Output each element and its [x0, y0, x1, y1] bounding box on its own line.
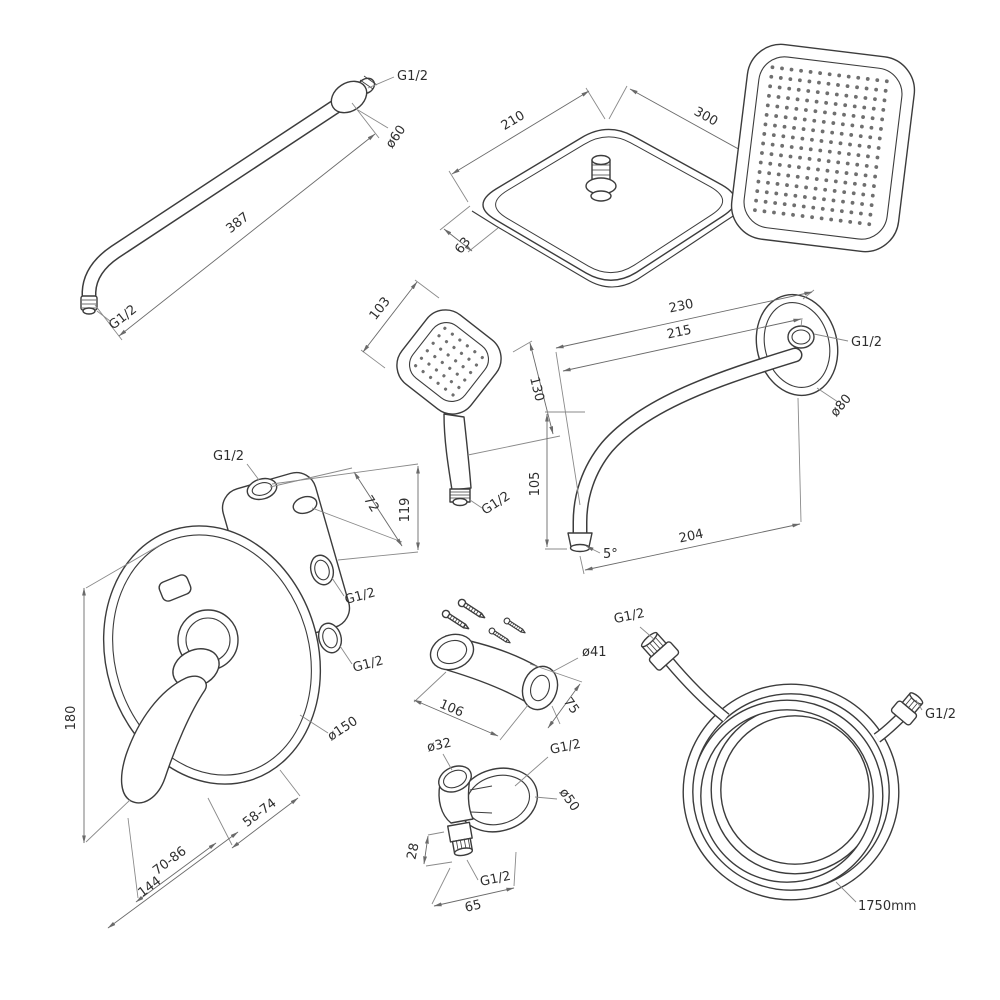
dim-spout-angle: 5°	[603, 547, 618, 562]
dim-overhead-width: 210	[499, 108, 528, 134]
dim-spout-drop: 105	[528, 472, 543, 497]
dim-handshower-thread: G1/2	[479, 489, 513, 518]
shower-arm: 387 G1/2 ø60 G1/2	[80, 69, 428, 341]
hose-fitting-b	[890, 692, 924, 726]
dim-mixer-plate-height: 180	[64, 706, 79, 731]
dim-holder-dia: ø41	[582, 645, 607, 660]
dim-spout-length: 204	[678, 527, 705, 547]
dim-spout-flange-dia: ø80	[828, 392, 855, 420]
dim-handshower-width: 103	[367, 294, 394, 323]
dim-mixer-body-height: 119	[398, 498, 413, 523]
dim-handshower-height: 130	[526, 375, 547, 403]
dim-mixer-depth-range-a: 58-74	[240, 796, 279, 831]
dim-holder-length: 106	[437, 697, 466, 721]
shower-hose: G1/2 G1/2 1750mm	[613, 606, 956, 914]
dim-spout-thread: G1/2	[851, 335, 882, 350]
overhead-shower: 210 300 63	[439, 85, 772, 288]
dim-elbow-inlet-dia: ø32	[426, 736, 453, 756]
dim-arm-thread-wall: G1/2	[397, 69, 428, 84]
dim-elbow-height: 28	[405, 842, 423, 861]
wall-spout: 230 215 G1/2 ø80 105 204 5°	[528, 289, 882, 575]
dim-holder-depth: 75	[560, 695, 582, 717]
dim-hose-thread-b: G1/2	[925, 707, 956, 722]
dim-elbow-width: 65	[463, 897, 482, 915]
dim-arm-length: 387	[223, 210, 252, 237]
dim-elbow-thread-wall: G1/2	[549, 737, 582, 758]
dim-mixer-depth-range-b: 70-86	[150, 844, 189, 879]
hand-shower: 103 130 G1/2	[360, 279, 561, 518]
dim-mixer-thread-inlet: G1/2	[213, 449, 244, 464]
dim-arm-thread-end: G1/2	[106, 302, 140, 333]
dim-mixer-thread-outlet-bottom: G1/2	[351, 653, 385, 676]
dim-spout-reach: 215	[666, 323, 693, 343]
dim-elbow-flange-dia: ø50	[556, 786, 582, 815]
shower-holder: ø41 106 75	[413, 597, 607, 741]
dim-hose-length: 1750mm	[858, 899, 916, 914]
hand-shower-nozzles	[414, 326, 484, 397]
spray-plate-nozzles	[753, 65, 889, 227]
dim-mixer-thread-outlet-top: G1/2	[343, 585, 377, 608]
dim-elbow-thread-out: G1/2	[479, 869, 512, 890]
wall-elbow: ø32 G1/2 ø50 28 G1/2 65	[405, 736, 583, 916]
dim-hose-thread-a: G1/2	[613, 606, 646, 627]
dim-spout-reach-outer: 230	[668, 297, 695, 317]
mixer-valve: G1/2 72 119 G1/2 G1/2 ø150 180 58-74 70-…	[64, 449, 420, 929]
hose-fitting-a	[640, 631, 680, 671]
spray-plate	[730, 43, 916, 253]
dim-mixer-plate-dia: ø150	[325, 714, 361, 744]
dim-mixer-port-spacing: 72	[360, 493, 382, 515]
